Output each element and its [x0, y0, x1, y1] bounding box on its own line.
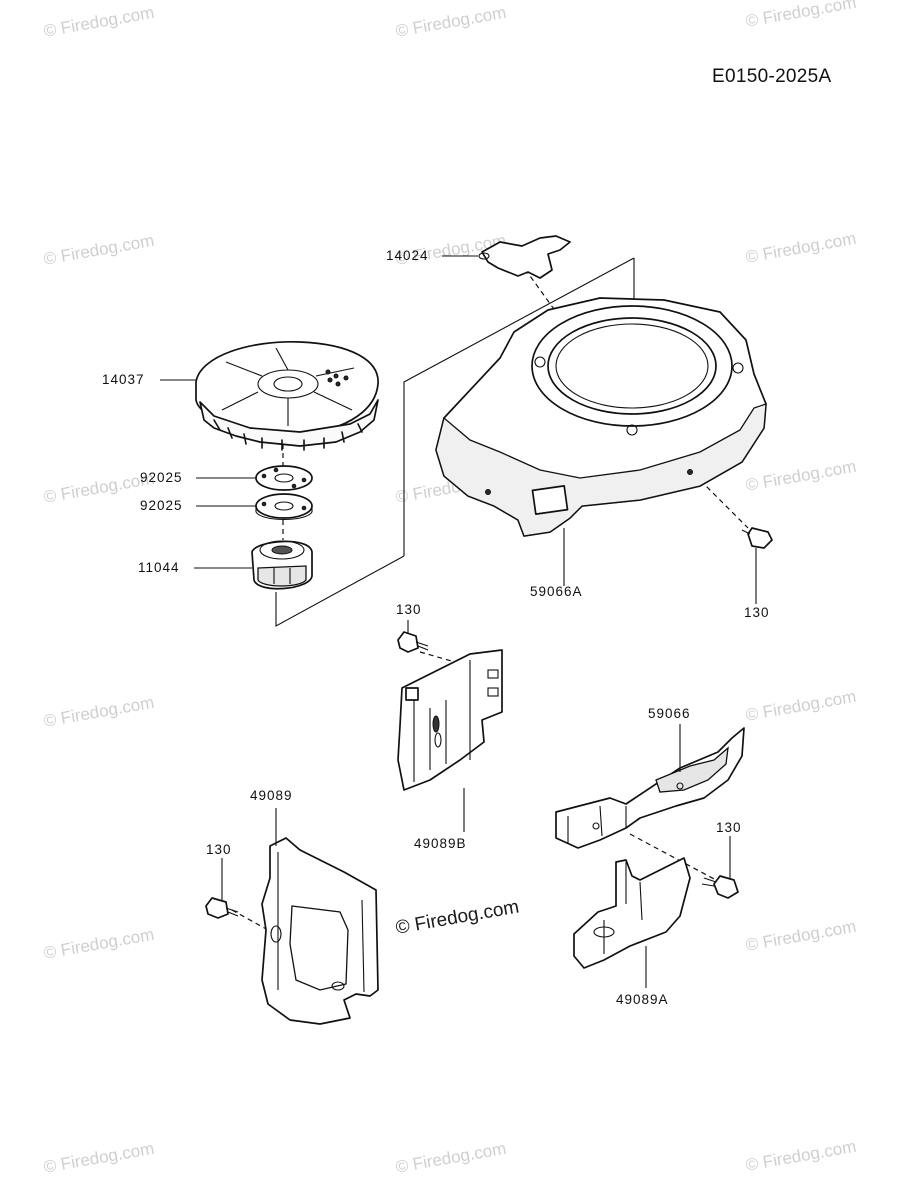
callout-49089B: 49089B — [414, 836, 467, 851]
part-14024-plate — [478, 235, 571, 279]
callout-14024: 14024 — [386, 248, 429, 263]
part-49089A-bracket — [573, 857, 691, 969]
part-130-bolt-49089B — [397, 631, 429, 653]
callout-130-housing: 130 — [744, 605, 770, 620]
part-59066A-blower-housing — [435, 297, 767, 537]
part-92025-washer-lower — [255, 493, 313, 520]
callout-49089A: 49089A — [616, 992, 669, 1007]
callout-92025-lower: 92025 — [140, 498, 183, 513]
drawing-code: E0150-2025A — [712, 66, 832, 87]
part-130-bolt-housing — [741, 527, 773, 549]
part-130-bolt-49089A — [701, 875, 739, 899]
callout-59066A: 59066A — [530, 584, 583, 599]
part-49089-bracket — [261, 837, 379, 1025]
part-11044-hub — [251, 540, 313, 590]
callout-59066: 59066 — [648, 706, 691, 721]
callout-92025-upper: 92025 — [140, 470, 183, 485]
callout-130-49089: 130 — [206, 842, 232, 857]
leader-lines — [160, 255, 757, 988]
callout-130-49089A: 130 — [716, 820, 742, 835]
part-130-bolt-49089 — [205, 897, 239, 919]
callout-14037: 14037 — [102, 372, 145, 387]
part-49089B-bracket — [397, 649, 503, 791]
part-92025-washer-upper — [255, 465, 313, 491]
part-59066-guide — [555, 727, 745, 849]
part-14037-fan — [195, 341, 379, 451]
callout-130-49089B: 130 — [396, 602, 422, 617]
callout-49089: 49089 — [250, 788, 293, 803]
callout-11044: 11044 — [138, 560, 180, 575]
